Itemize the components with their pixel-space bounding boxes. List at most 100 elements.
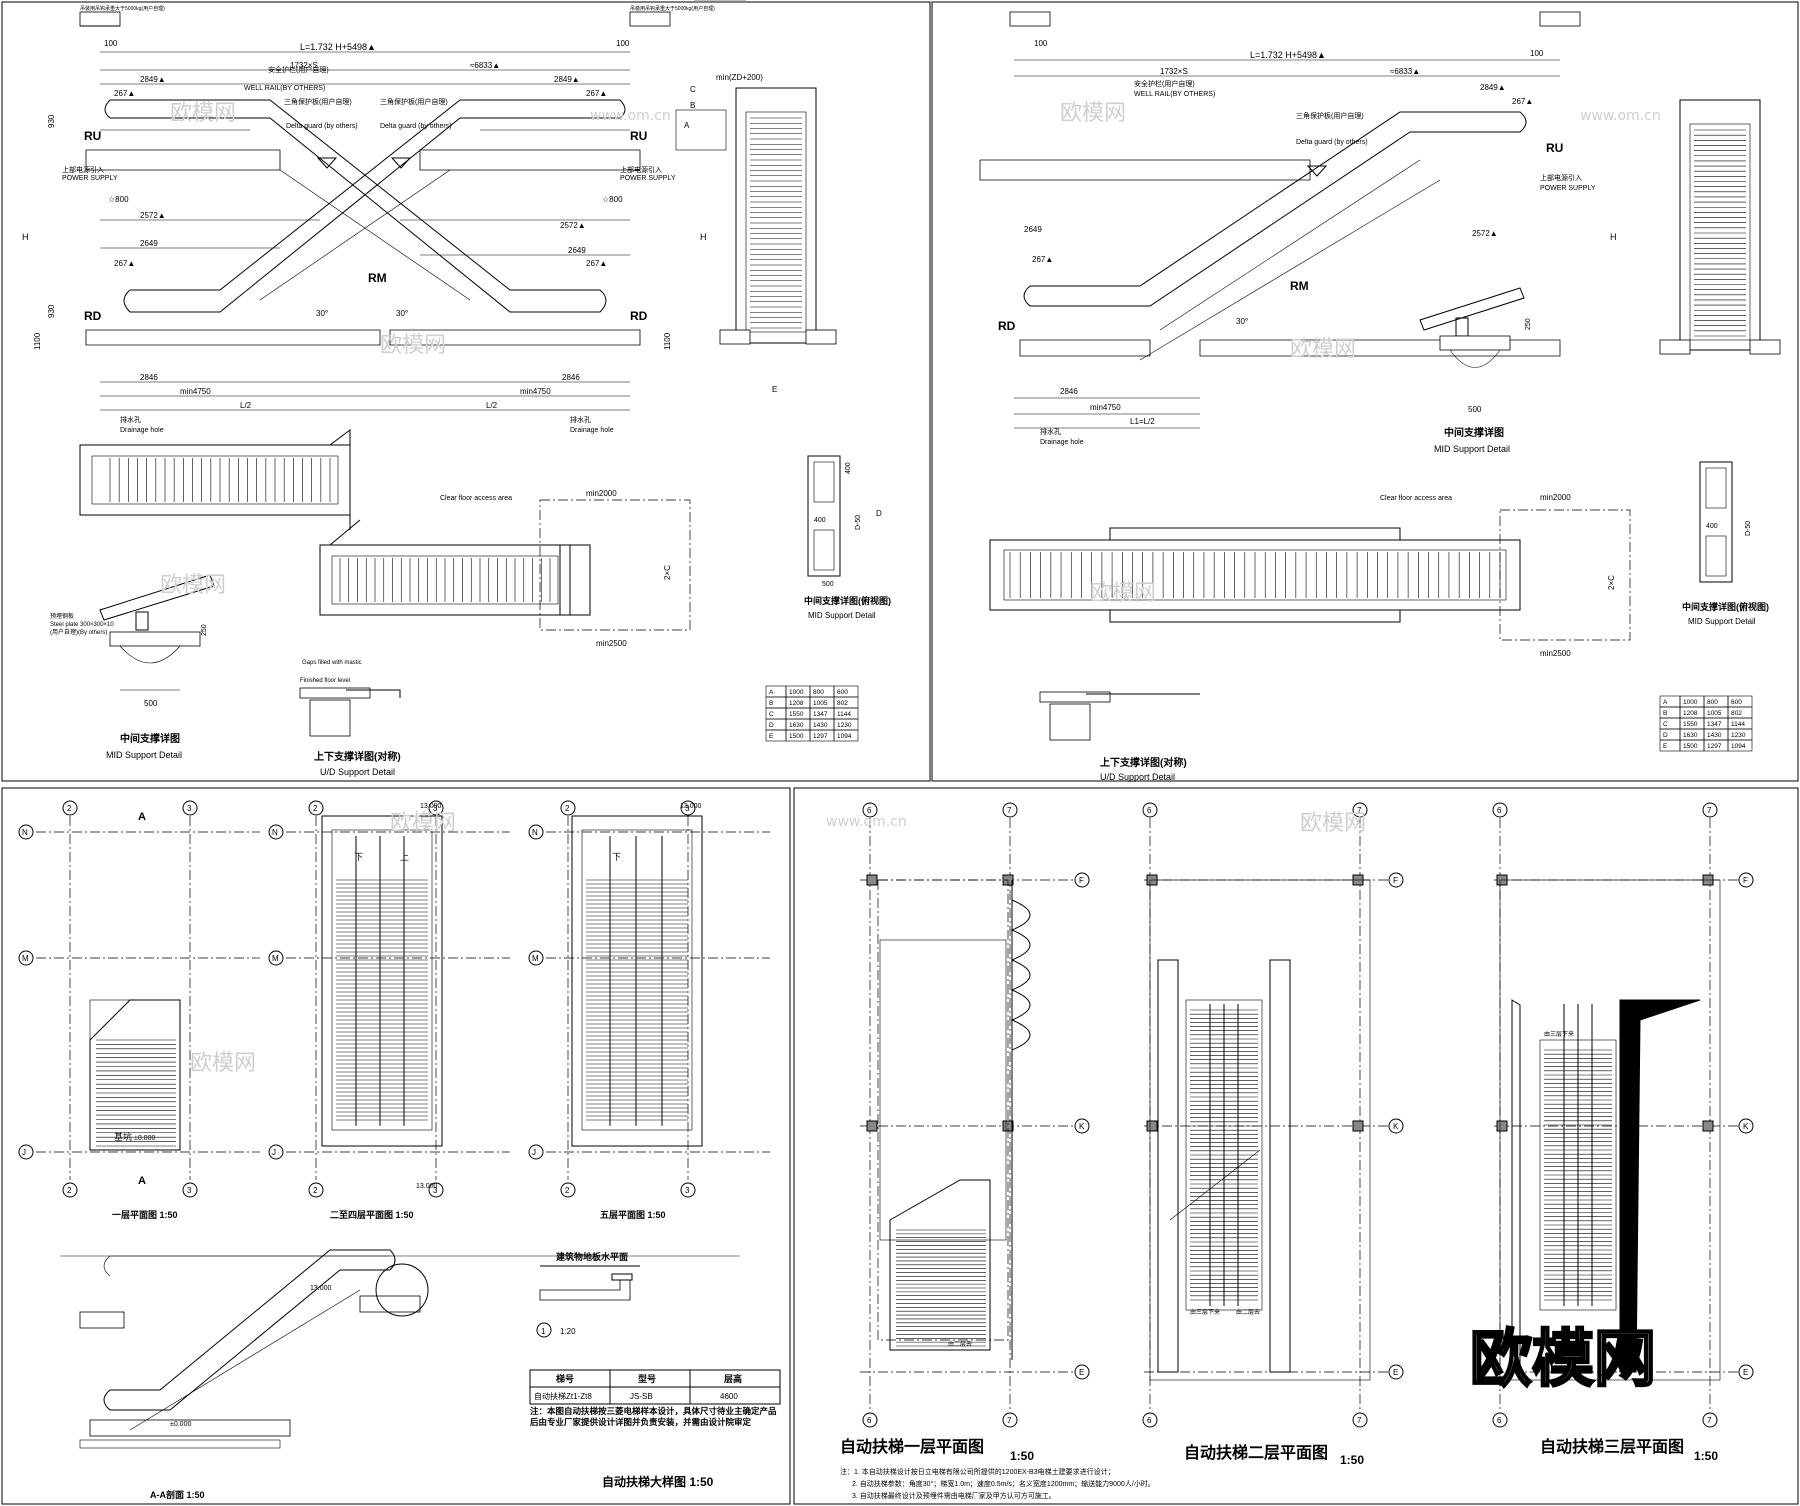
table-cell-text: A: [1663, 699, 1668, 706]
grid-bubble: [1002, 1412, 1018, 1428]
tr-delta-en: Delta guard (by others): [1296, 139, 1368, 146]
tr-ud-title-en: U/D Support Detail: [1100, 772, 1175, 782]
grid-label: E: [1393, 1368, 1398, 1377]
top-right-plan: Clear floor access area min2000 min2500 …: [989, 493, 1631, 658]
watermark-7: 欧模网: [390, 811, 456, 836]
tr-drain-cn: 排水孔: [1040, 427, 1061, 436]
tr-power-cn: 上部电源引入: [1540, 173, 1582, 182]
table-cell-text: 1430: [813, 722, 828, 729]
tr-rd: RD: [998, 319, 1016, 333]
tr-dim-2849: 2849▲: [1480, 83, 1506, 92]
detail-no: 1: [541, 1327, 546, 1336]
tr-dim-100-left: 100: [1034, 39, 1048, 48]
grid-label: 2: [313, 1186, 318, 1195]
grid-bubble: [528, 950, 544, 966]
grid-bubble: [1738, 872, 1754, 888]
grid-label: E: [1079, 1368, 1084, 1377]
table-cell-text: 1347: [1707, 721, 1722, 728]
br-note-1: 注：1. 本自动扶梯设计按日立电梯有限公司所提供的1200EX-B3电梯土建要求…: [840, 1467, 1115, 1476]
tr-dim-total: L=1.732 H+5498▲: [1250, 50, 1326, 60]
plan2-down: 下: [354, 852, 363, 862]
section-mark-top: A: [138, 811, 146, 823]
grid-bubble: [560, 1182, 576, 1198]
top-left-side-view: min(ZD+200) A B C E: [675, 73, 837, 394]
grid-bubble: [680, 1182, 696, 1198]
dim-2846-right: 2846: [562, 373, 580, 382]
grid-label: 2: [565, 804, 570, 813]
grid-label: 6: [867, 806, 872, 815]
section-mark-bottom: A: [138, 1175, 146, 1187]
watermark-1: 欧模网: [170, 101, 236, 126]
watermark-2: 欧模网: [380, 333, 446, 358]
plan-steps: [1544, 1004, 1612, 1306]
dim-267-a: 267▲: [114, 89, 135, 98]
brC-down: 由三层下来: [1544, 1030, 1574, 1038]
tr-well-rail-cn: 安全护栏(用户自理): [1134, 79, 1195, 88]
grid-label: 2: [67, 1186, 72, 1195]
brand-watermark-logo: 欧模网: [1470, 1322, 1656, 1395]
watermark-url-2: www.om.cn: [1580, 108, 1661, 124]
mid-support-title-en: MID Support Detail: [106, 750, 182, 760]
grid-bubble: [1388, 1364, 1404, 1380]
delta-guard-cn-left: 三角保护板(用户自理): [284, 97, 352, 106]
col-e-label: E: [772, 385, 777, 394]
grid-label: 2: [67, 804, 72, 813]
table-cell-text: B: [1663, 710, 1667, 717]
grid-bubble: [1738, 1364, 1754, 1380]
grid-bubble: [18, 950, 34, 966]
power-supply-en-right: POWER SUPPLY: [620, 175, 676, 182]
power-supply-cn-right: 上部电源引入: [620, 165, 662, 174]
rd-label-left: RD: [84, 309, 102, 323]
ru-label-left: RU: [84, 129, 101, 143]
grid-label: 7: [1357, 806, 1362, 815]
tr-dim-min2000: min2000: [1540, 493, 1571, 502]
grid-label: 3: [433, 1186, 438, 1195]
dim-2572-right: 2572▲: [560, 221, 586, 230]
side-view-steps: [694, 0, 1746, 337]
top-left-mid-support: 预埋钢板 Steel plate 300×300×10 (用户自理)(By ot…: [50, 574, 215, 760]
plan1-title: 一层平面图 1:50: [112, 1210, 178, 1220]
table-r1: 自动扶梯Zt1-Zt8: [534, 1391, 592, 1401]
grid-bubble: [528, 1144, 544, 1160]
br-scale-1: 1:50: [1010, 1449, 1034, 1463]
table-cell-text: C: [1663, 721, 1668, 728]
grid-label: J: [22, 1148, 26, 1157]
tr-dim-400: 400: [1706, 523, 1718, 530]
tr-well-rail-en: WELL RAIL(BY OTHERS): [1134, 91, 1215, 98]
watermarks: 欧模网 欧模网 欧模网 欧模网 欧模网 欧模网 欧模网 欧模网 欧模网 www.…: [160, 101, 1661, 1076]
grid-label: 6: [1497, 1416, 1502, 1425]
table-cell-text: 802: [837, 700, 848, 707]
table-r3: 4600: [720, 1392, 738, 1401]
tr-dim-d50: D-50: [1745, 521, 1752, 536]
column: [1702, 1120, 1714, 1132]
table-cell-text: D: [769, 722, 774, 729]
dim-267-c: 267▲: [114, 259, 135, 268]
dim-l2-left: L/2: [240, 401, 252, 410]
grid-bubble: [62, 800, 78, 816]
grid-bubble: [1738, 1118, 1754, 1134]
tr-dim-2846: 2846: [1060, 387, 1078, 396]
top-right-mid-support: 250 500 中间支撑详图 MID Support Detail: [1419, 287, 1532, 454]
watermark-6: 欧模网: [1090, 581, 1156, 606]
br-scale-2: 1:50: [1340, 1453, 1364, 1467]
plan2-elev-top: 13.000: [420, 803, 442, 810]
grid-label: K: [1393, 1122, 1399, 1131]
table-cell-text: 1005: [813, 700, 828, 707]
grid-label: J: [272, 1148, 276, 1157]
grid-label: N: [272, 828, 278, 837]
table-r2: JS-SB: [630, 1392, 653, 1401]
plan2-title: 二至四层平面图 1:50: [330, 1210, 414, 1220]
table-cell-text: 1347: [813, 711, 828, 718]
tr-dim-500: 500: [1468, 405, 1482, 414]
plan5-title: 五层平面图 1:50: [600, 1210, 666, 1220]
table-cell-text: 1144: [1731, 721, 1745, 728]
dim-min4750-left: min4750: [180, 387, 211, 396]
grid-bubble: [428, 800, 444, 816]
finished-floor-label: Finished floor level: [300, 678, 350, 684]
steel-plate-cn: 预埋钢板: [50, 612, 74, 620]
table-cell-text: 1297: [1707, 743, 1722, 750]
gaps-label: Gaps filled with mastic: [302, 660, 362, 666]
tr-rm: RM: [1290, 279, 1309, 293]
dim-800-left: ☆800: [108, 195, 129, 204]
